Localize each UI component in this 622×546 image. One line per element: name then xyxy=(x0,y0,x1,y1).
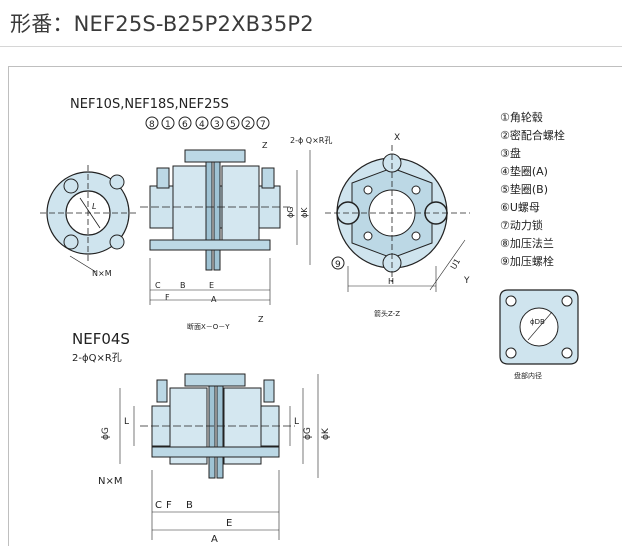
dim-phi-g: ϕG xyxy=(286,207,295,218)
dim-e: E xyxy=(209,281,214,290)
disc-caption: 盘部内径 xyxy=(514,371,542,380)
dim-u1: U1 xyxy=(449,257,462,271)
legend-item-2: ②密配合螺栓 xyxy=(500,128,565,142)
callout-2: 2 xyxy=(245,120,251,130)
dim-l-bottom-left: L xyxy=(124,417,129,427)
flange-end-view xyxy=(325,145,470,292)
callout-7: 7 xyxy=(260,120,266,130)
callout-8: 8 xyxy=(149,120,155,130)
legend-item-5: ⑤垫圈(B) xyxy=(500,182,548,196)
panel-border xyxy=(8,66,9,546)
dimension-lines-bottom xyxy=(119,374,319,540)
z-top: Z xyxy=(262,141,268,150)
section-caption: 断面X－O－Y xyxy=(187,322,230,331)
section-view-bottom xyxy=(140,373,295,479)
variant-label-top: NEF10S,NEF18S,NEF25S xyxy=(70,97,229,112)
callout-6: 6 xyxy=(182,120,188,130)
legend-item-3: ③盘 xyxy=(500,146,521,160)
title-divider xyxy=(0,46,622,47)
dim-h: H xyxy=(388,277,394,286)
axis-x: X xyxy=(394,133,400,143)
arrow-caption: 箭头Z-Z xyxy=(374,309,400,318)
dim-phi-g-bottom-right: ϕG xyxy=(303,427,313,440)
dim-a-bottom: A xyxy=(211,534,218,545)
hole-spec-top: 2-ϕ Q×R孔 xyxy=(290,136,332,145)
dimension-lines-top xyxy=(149,150,311,305)
hub-end-view xyxy=(40,165,136,273)
legend-item-4: ④垫圈(A) xyxy=(500,164,548,178)
legend-item-7: ⑦动力锁 xyxy=(500,218,543,232)
dim-c: C xyxy=(155,281,161,290)
axis-y: Y xyxy=(463,276,470,286)
disc-inner-view xyxy=(499,289,579,365)
label-nm-bottom: N×M xyxy=(98,476,123,487)
page-title: 形番：NEF25S-B25P2XB35P2 xyxy=(10,12,314,36)
callout-4: 4 xyxy=(199,120,205,130)
callout-5: 5 xyxy=(230,120,236,130)
panel-border xyxy=(8,66,622,67)
z-arrow-bottom: Z xyxy=(258,315,264,324)
section-view-top xyxy=(140,149,290,271)
legend-item-6: ⑥U螺母 xyxy=(500,201,540,214)
label-nm: N×M xyxy=(92,269,112,278)
legend-item-9: ⑨加压螺栓 xyxy=(500,254,554,268)
dim-l: L xyxy=(92,202,96,211)
dim-f: F xyxy=(165,293,170,302)
dim-a: A xyxy=(211,295,217,304)
dim-c-bottom: C xyxy=(155,500,162,511)
dim-phi-k: ϕK xyxy=(300,207,309,218)
dim-phi-k-bottom: ϕK xyxy=(321,427,331,440)
hole-spec-bottom: 2-ϕQ×R孔 xyxy=(72,352,122,364)
variant-label-bottom: NEF04S xyxy=(72,330,130,348)
callout-3: 3 xyxy=(214,120,220,130)
callout-9: 9 xyxy=(335,260,341,270)
dim-l-bottom-right: L xyxy=(294,417,299,427)
legend-item-8: ⑧加压法兰 xyxy=(500,236,554,250)
dim-f-bottom: F xyxy=(166,500,172,511)
legend-item-1: ①角轮毂 xyxy=(500,110,543,124)
dim-e-bottom: E xyxy=(226,518,232,529)
callout-row xyxy=(145,116,345,270)
dim-b: B xyxy=(180,281,186,290)
dim-b-bottom: B xyxy=(186,500,193,511)
dim-phi-g-bottom-left: ϕG xyxy=(101,427,111,440)
callout-1: 1 xyxy=(165,120,171,130)
dim-db: ϕDB xyxy=(530,318,545,326)
